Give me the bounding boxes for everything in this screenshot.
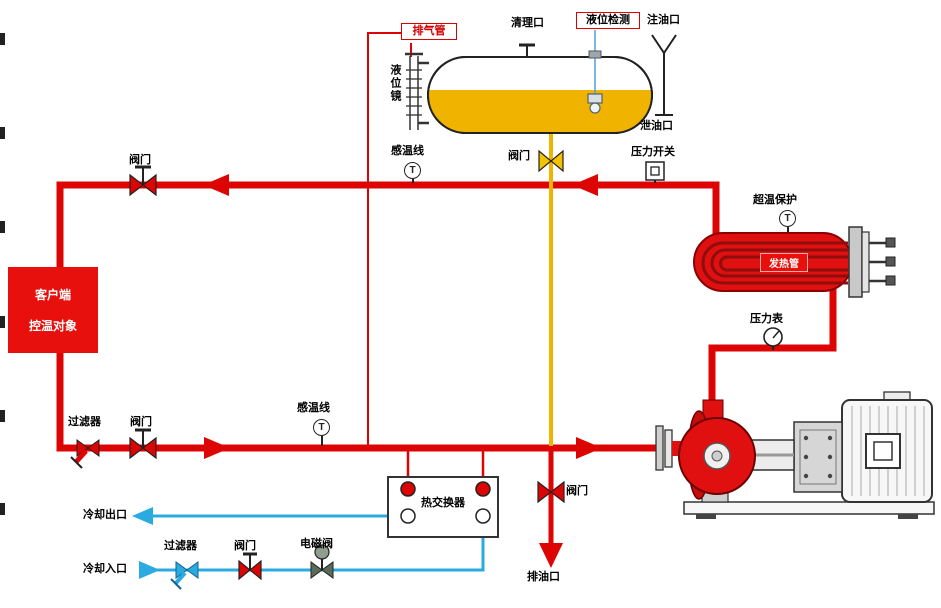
cleaning-port-nozzle <box>519 43 535 57</box>
cooling-inlet-arrow <box>139 561 160 579</box>
cleaning-port-label: 清理口 <box>511 17 544 29</box>
solenoid-valve-symbol <box>310 544 334 579</box>
pressure-switch-symbol <box>645 161 665 183</box>
client-label-line1: 客户端 <box>34 288 71 302</box>
drain-arrow <box>539 543 563 568</box>
return-filter-label: 过滤器 <box>68 416 101 428</box>
heat-exchanger-box <box>387 476 499 538</box>
fill-port-funnel <box>651 34 677 116</box>
supply-valve-label: 阀门 <box>129 154 151 166</box>
return-valve <box>129 428 157 460</box>
drain-valve-label: 阀门 <box>566 485 588 497</box>
pressure-gauge-symbol <box>763 327 783 350</box>
level-detector-probe <box>587 30 603 114</box>
client-label-line2: 控温对象 <box>28 319 77 333</box>
cooling-valve <box>238 552 262 581</box>
bypass-valve-label: 阀门 <box>508 150 530 162</box>
solenoid-valve-label: 电磁阀 <box>300 538 333 550</box>
pressure-switch-label: 压力开关 <box>631 146 675 158</box>
return-valve-label: 阀门 <box>130 416 152 428</box>
pressure-gauge-label: 压力表 <box>750 313 783 325</box>
tank-drain-port-label: 泄油口 <box>640 120 673 132</box>
cooling-outlet-arrow <box>132 507 153 525</box>
cooling-strainer <box>170 561 199 590</box>
coupling-bracket <box>793 421 843 493</box>
temp-sensor-bottom-label: 感温线 <box>297 402 330 414</box>
exhaust-pipe-label: 排气管 <box>401 23 457 40</box>
supply-valve <box>129 165 157 197</box>
return-strainer <box>70 439 100 469</box>
cooling-inlet-label: 冷却入口 <box>83 563 127 575</box>
pump-unit <box>655 391 935 519</box>
level-gauge-label: 液位镜 <box>389 64 401 103</box>
edge-marks <box>0 33 5 515</box>
cooling-filter-label: 过滤器 <box>164 540 197 552</box>
client-load-box: 客户端 控温对象 <box>8 267 98 353</box>
expansion-tank <box>427 56 653 134</box>
suction-flange <box>655 425 664 471</box>
temp-sensor-top-icon: T <box>404 162 421 179</box>
overtemp-sensor-icon: T <box>779 210 796 227</box>
drain-valve <box>537 480 565 504</box>
temp-sensor-bottom-icon: T <box>313 419 330 436</box>
bypass-valve <box>538 149 564 173</box>
heating-tube-label: 发热管 <box>760 253 808 272</box>
fill-port-label: 注油口 <box>647 14 680 26</box>
cooling-outlet-label: 冷却出口 <box>83 509 127 521</box>
level-gauge-tube <box>405 52 429 130</box>
overtemp-protection-label: 超温保护 <box>753 194 797 206</box>
temp-sensor-top-label: 感温线 <box>391 145 424 157</box>
level-detector-label: 液位检测 <box>576 12 640 29</box>
drain-port-label: 排油口 <box>527 571 560 583</box>
cooling-valve-label: 阀门 <box>234 540 256 552</box>
flow-arrows <box>203 174 602 459</box>
heat-exchanger-label: 热交换器 <box>421 497 465 509</box>
